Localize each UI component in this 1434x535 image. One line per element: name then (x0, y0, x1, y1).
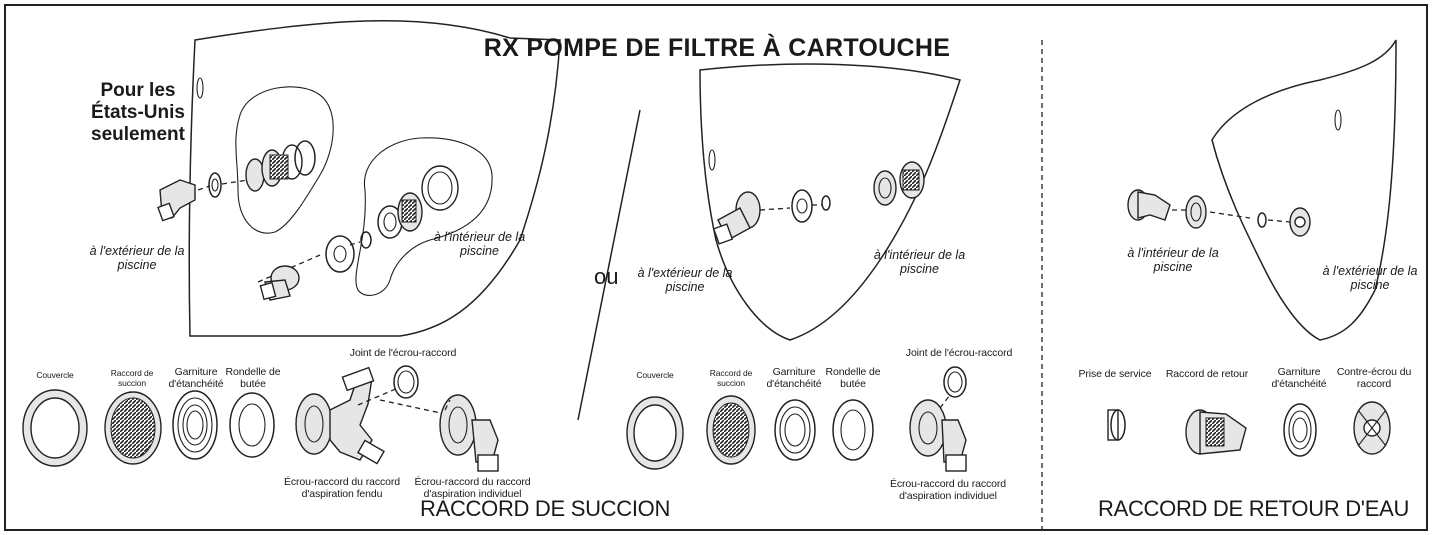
gasket-label-1: Garniture d'étanchéité (168, 366, 224, 390)
locknut-label: Contre-écrou du raccord (1336, 366, 1412, 390)
washer-label-2: Rondelle de butée (825, 366, 881, 390)
or-label: ou (594, 264, 619, 289)
oring-label-2: Joint de l'écrou-raccord (905, 347, 1013, 359)
single-nut-label-2: Écrou-raccord du raccord d'aspiration in… (889, 478, 1007, 502)
exploded-suction-assembly-2 (712, 161, 925, 245)
single-nut-label-1: Écrou-raccord du raccord d'aspiration in… (414, 476, 531, 500)
gasket-label-2: Garniture d'étanchéité (766, 366, 822, 390)
washer-label-1: Rondelle de butée (225, 366, 281, 390)
p1-inside-label: à l'intérieur de la piscine (433, 230, 526, 258)
p2-inside-label: à l'intérieur de la piscine (873, 248, 966, 276)
p3-outside-label: à l'extérieur de la piscine (1322, 264, 1418, 292)
section-label-suction: RACCORD DE SUCCION (420, 496, 671, 521)
parts-row-3 (1107, 401, 1391, 457)
pool-wall-panel-1 (188, 19, 561, 337)
diagram-title: RX POMPE DE FILTRE À CARTOUCHE (483, 34, 951, 62)
p2-outside-label: à l'extérieur de la piscine (637, 266, 733, 294)
p1-outside-label: à l'extérieur de la piscine (89, 244, 185, 272)
p3-inside-label: à l'intérieur de la piscine (1127, 246, 1219, 274)
gasket-label-3: Garniture d'étanchéité (1271, 366, 1327, 390)
or-divider-line (577, 109, 641, 421)
cover-label-2: Couvercle (636, 370, 674, 380)
oring-label-1: Joint de l'écrou-raccord (349, 347, 457, 359)
split-nut-label: Écrou-raccord du raccord d'aspiration fe… (283, 476, 401, 500)
fitting-label-2: Raccord de succion (709, 368, 753, 388)
exploded-return-assembly (1127, 189, 1311, 237)
parts-row-2 (626, 366, 967, 472)
us-only-note: Pour les États-Unis seulement (91, 80, 185, 145)
pool-wall-panel-3 (1211, 39, 1397, 341)
return-fitting-label: Raccord de retour (1165, 368, 1249, 380)
parts-row-1 (22, 365, 499, 472)
service-port-label: Prise de service (1078, 368, 1152, 380)
exploded-suction-assembly-1 (157, 140, 459, 301)
pool-wall-panel-2 (699, 63, 961, 341)
diagram-frame (4, 4, 1428, 531)
cover-label-1: Couvercle (36, 370, 74, 380)
fitting-label-1: Raccord de succion (110, 368, 154, 388)
section-label-return: RACCORD DE RETOUR D'EAU (1098, 496, 1410, 521)
